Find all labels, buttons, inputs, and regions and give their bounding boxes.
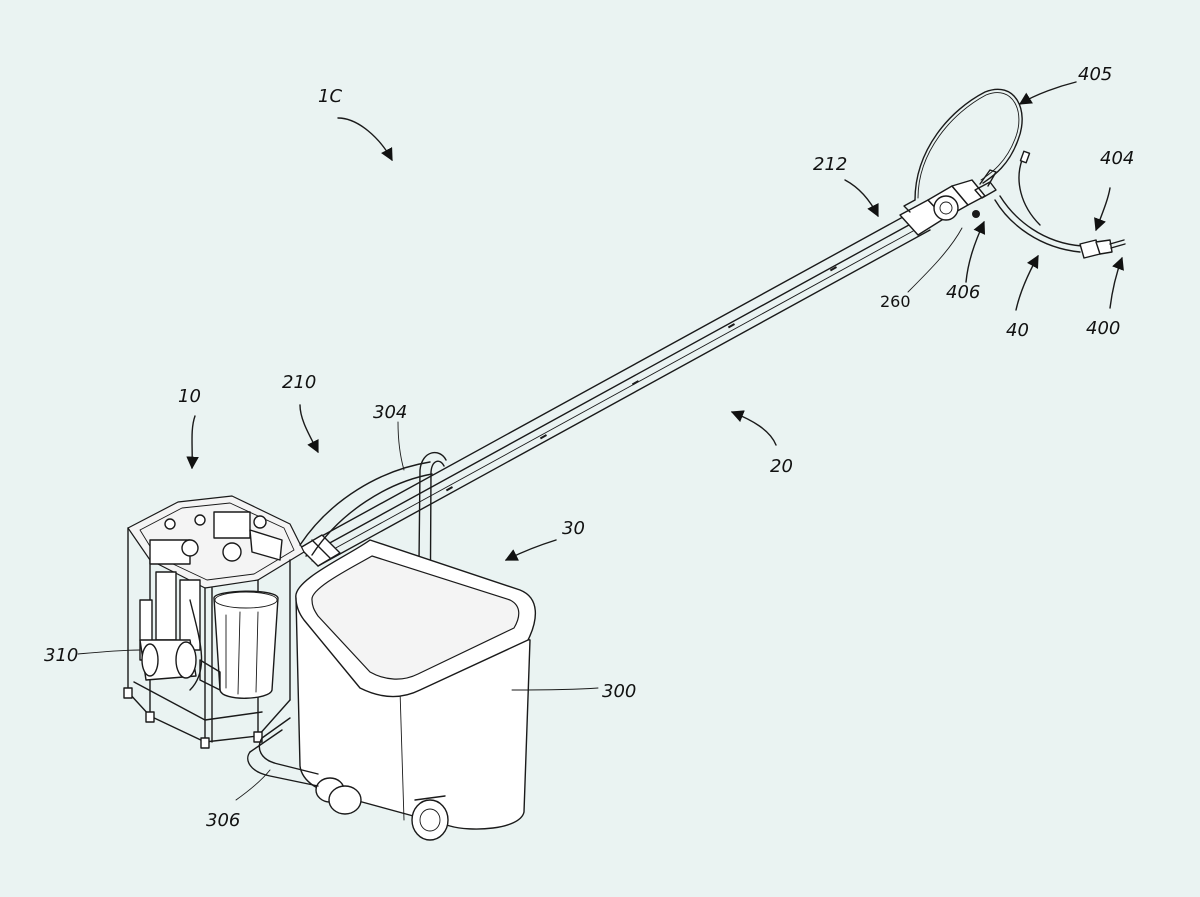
label-304: 304: [373, 402, 407, 423]
label-400: 400: [1086, 318, 1120, 339]
label-310: 310: [44, 645, 78, 666]
tube-306: [247, 717, 319, 787]
label-30: 30: [562, 518, 585, 539]
boom-head-assembly: [899, 169, 997, 236]
reference-arrows: [77, 81, 1124, 801]
label-212: 212: [813, 154, 847, 175]
reference-labels: 1C 10 210 304 30 20 212 405 404 260 406 …: [44, 64, 1134, 831]
label-260: 260: [880, 292, 911, 311]
tube-304: [299, 451, 447, 653]
pump-unit: [123, 495, 305, 749]
label-20: 20: [770, 456, 793, 477]
label-404: 404: [1100, 148, 1134, 169]
boom: [299, 211, 931, 567]
tank: [295, 539, 537, 841]
label-1c: 1C: [318, 86, 342, 107]
loop-cable: [914, 88, 1023, 201]
label-210: 210: [282, 372, 316, 393]
hose-and-nozzle: [994, 150, 1126, 259]
label-10: 10: [178, 386, 201, 407]
label-306: 306: [206, 810, 240, 831]
label-40: 40: [1006, 320, 1029, 341]
label-300: 300: [602, 681, 636, 702]
label-406: 406: [946, 282, 980, 303]
label-405: 405: [1078, 64, 1112, 85]
